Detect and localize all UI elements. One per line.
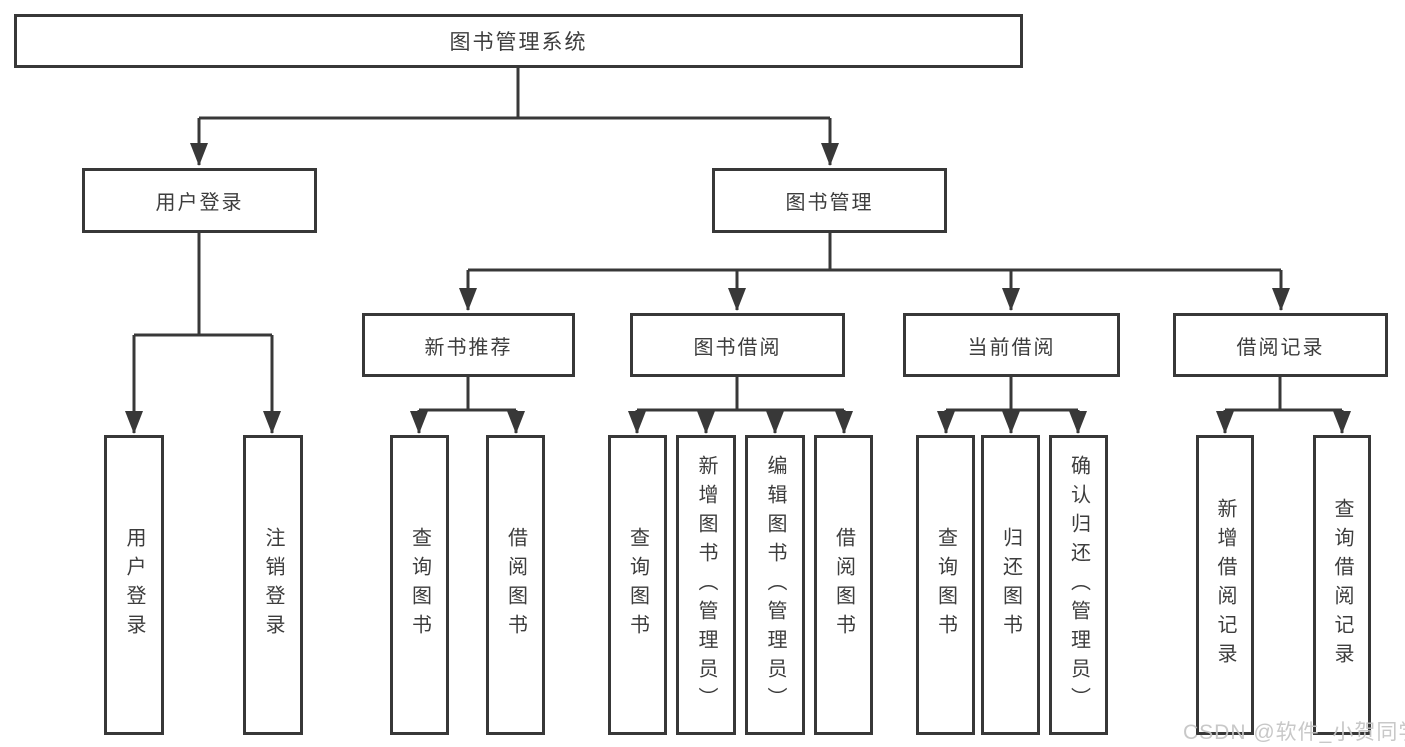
connector-book-management-bracket <box>468 233 1281 272</box>
node-login: 用户登录 <box>104 435 164 735</box>
node-nb-borrow-books: 借阅图书 <box>486 435 545 735</box>
node-book-management: 图书管理 <box>712 168 947 233</box>
node-new-book-recommend: 新书推荐 <box>362 313 575 377</box>
connector-new-book-bracket <box>419 377 516 412</box>
node-book-borrow: 图书借阅 <box>630 313 845 377</box>
connector-current-borrow-bracket <box>946 377 1078 412</box>
node-br-add-record: 新增借阅记录 <box>1196 435 1254 735</box>
node-user-login: 用户登录 <box>82 168 317 233</box>
watermark-text: CSDN @软件_小贺同学 <box>1183 721 1405 744</box>
node-bb-add-book-admin: 新增图书（管理员） <box>676 435 736 735</box>
node-nb-query-books: 查询图书 <box>390 435 449 735</box>
connector-root-bracket <box>199 68 830 120</box>
node-br-query-record: 查询借阅记录 <box>1313 435 1371 735</box>
node-cb-confirm-return-admin: 确认归还（管理员） <box>1049 435 1108 735</box>
connector-book-borrow-bracket <box>637 377 844 412</box>
connector-user-login-bracket <box>134 233 272 337</box>
node-current-borrow: 当前借阅 <box>903 313 1120 377</box>
node-borrow-records: 借阅记录 <box>1173 313 1388 377</box>
node-bb-edit-book-admin: 编辑图书（管理员） <box>745 435 805 735</box>
node-cb-query-books: 查询图书 <box>916 435 975 735</box>
node-bb-query-books: 查询图书 <box>608 435 667 735</box>
node-bb-borrow-books: 借阅图书 <box>814 435 873 735</box>
connector-borrow-records-bracket <box>1225 377 1342 412</box>
node-logout: 注销登录 <box>243 435 303 735</box>
node-cb-return-book: 归还图书 <box>981 435 1040 735</box>
node-library-management-system: 图书管理系统 <box>14 14 1023 68</box>
